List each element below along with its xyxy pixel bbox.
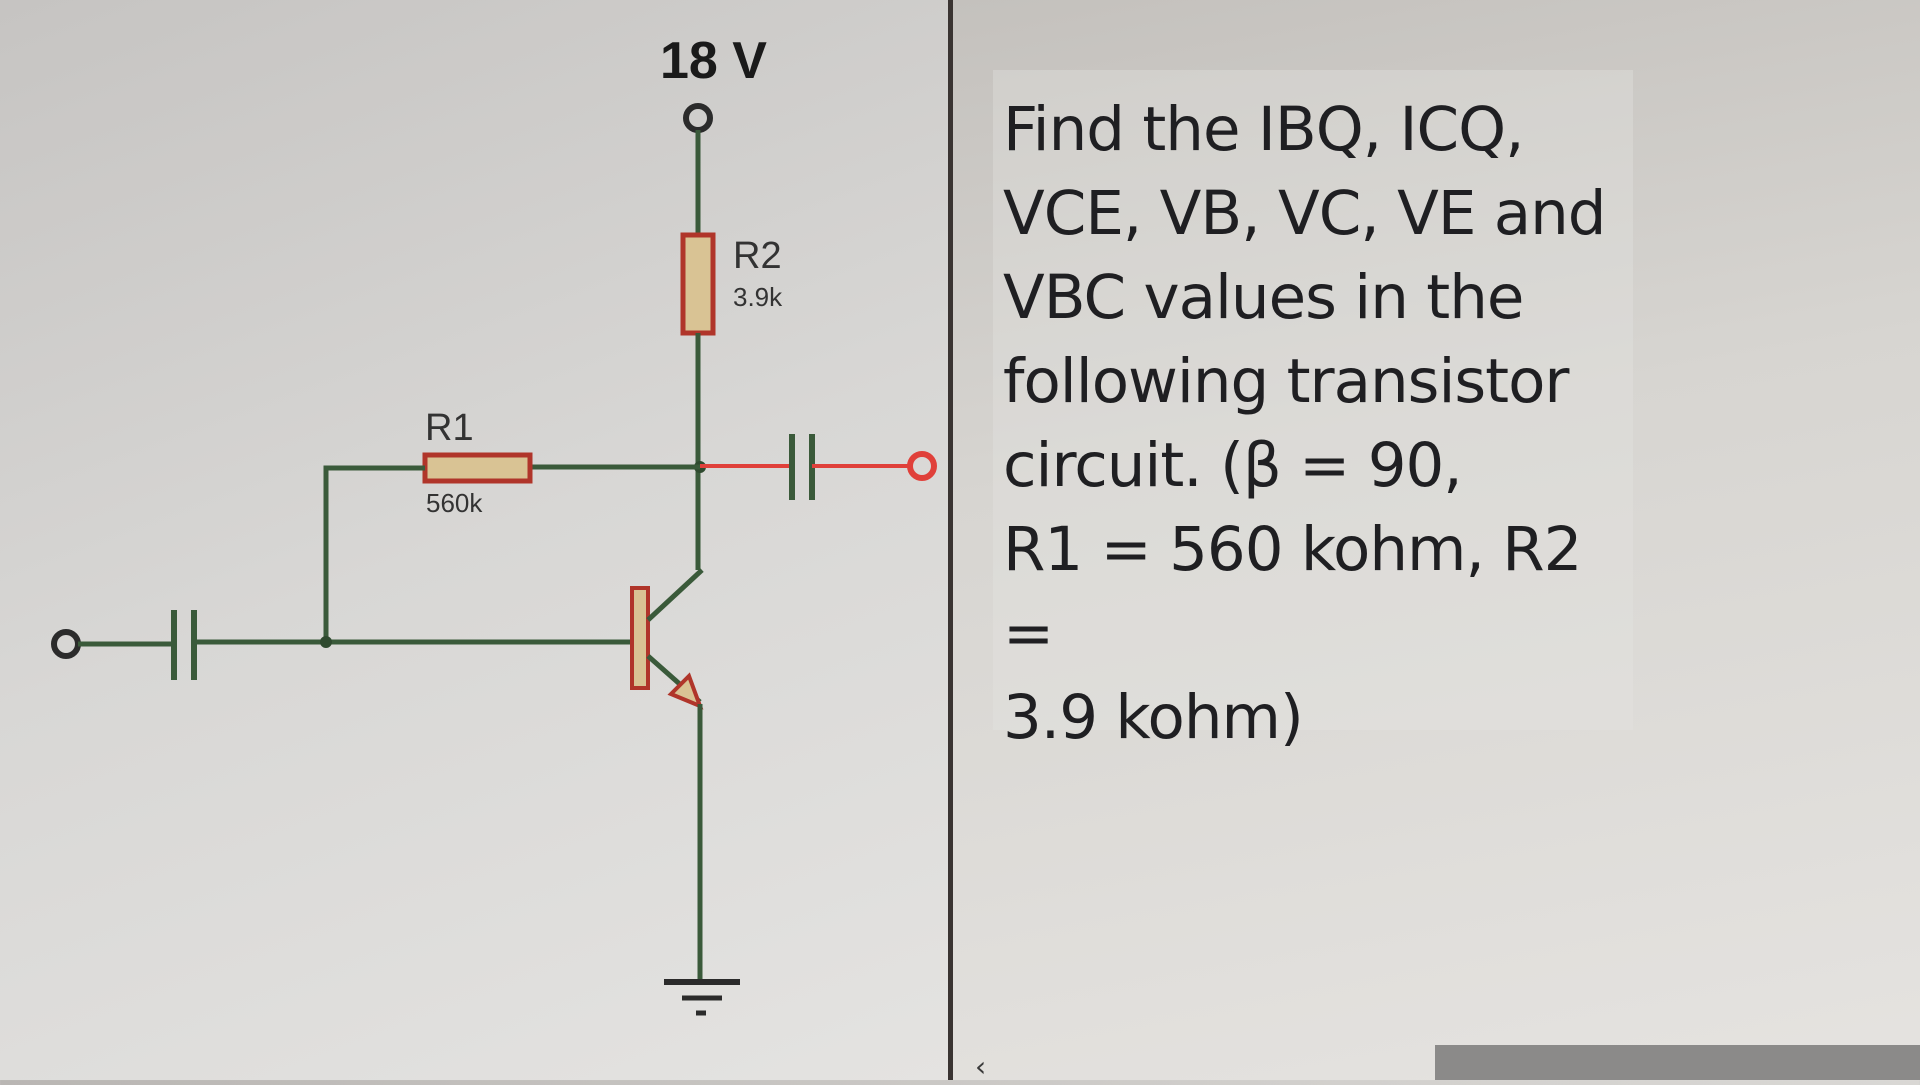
r2-resistor xyxy=(680,232,716,336)
circuit-diagram: 18 V R2 3.9k R1 560k xyxy=(51,32,937,1016)
scroll-left-icon[interactable]: ‹ xyxy=(975,1050,987,1083)
question-box xyxy=(993,70,1633,730)
r2-value: 3.9k xyxy=(733,282,783,312)
transistor-base-bar xyxy=(630,586,650,690)
r1-resistor xyxy=(422,452,533,484)
scrollbar-track[interactable] xyxy=(1435,1045,1920,1080)
r1-left-wire xyxy=(323,465,425,642)
r1-value: 560k xyxy=(426,488,483,518)
r2-name: R2 xyxy=(733,235,782,277)
supply-terminal xyxy=(683,103,713,133)
circuit-panel: 18 V R2 3.9k R1 560k xyxy=(0,0,950,1080)
question-text: Find the IBQ, ICQ, VCE, VB, VC, VE and V… xyxy=(1003,94,1607,753)
transistor-emitter-arrow xyxy=(667,672,704,710)
transistor-collector-lead xyxy=(646,568,704,622)
output-terminal xyxy=(907,451,937,481)
question-panel: Find the IBQ, ICQ, VCE, VB, VC, VE and V… xyxy=(953,0,1920,1080)
supply-label: 18 V xyxy=(660,32,767,90)
r1-name: R1 xyxy=(425,407,474,449)
panel-divider xyxy=(948,0,953,1080)
base-node xyxy=(320,636,332,648)
input-terminal xyxy=(51,629,81,659)
